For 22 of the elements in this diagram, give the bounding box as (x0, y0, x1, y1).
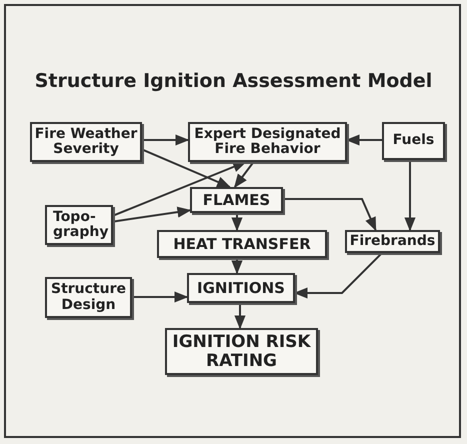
process-box: Fuels (382, 122, 445, 160)
process-box: HEAT TRANSFER (157, 230, 327, 258)
arrow (234, 303, 246, 330)
arrow (283, 198, 377, 232)
arrow (132, 291, 188, 303)
arrow (142, 134, 190, 146)
process-box: FLAMES (190, 187, 283, 213)
diagram-title: Structure Ignition Assessment Model (34, 70, 434, 92)
arrow (142, 148, 231, 188)
process-box: Firebrands (345, 230, 440, 253)
arrow (231, 258, 243, 274)
arrow (231, 213, 243, 232)
arrow (112, 206, 192, 223)
process-box: Fire Weather Severity (30, 122, 142, 162)
process-box: IGNITIONS (187, 273, 295, 303)
arrow (404, 160, 416, 232)
process-box: Structure Design (45, 277, 132, 318)
arrow (112, 161, 247, 217)
process-box: Expert Designated Fire Behavior (188, 122, 347, 162)
process-box: Topo- graphy (45, 205, 113, 245)
process-box: IGNITION RISK RATING (165, 328, 318, 375)
arrow (234, 161, 254, 188)
